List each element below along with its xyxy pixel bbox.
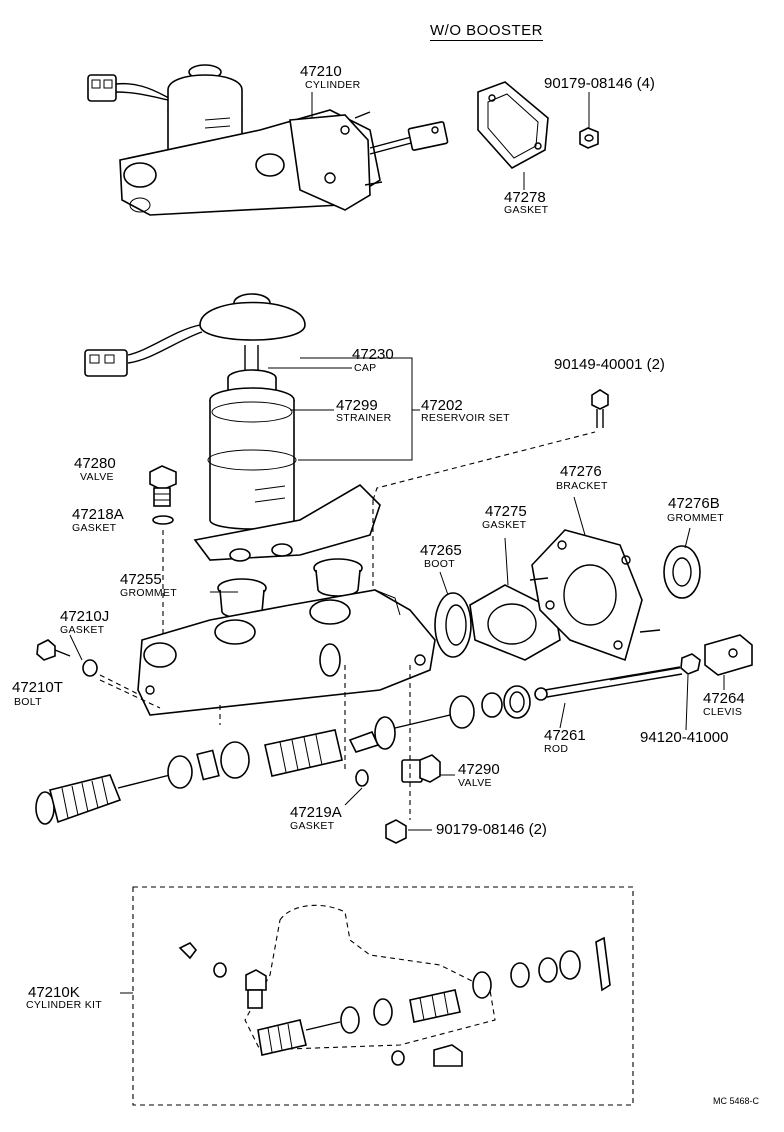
part-47219a-name: GASKET	[290, 820, 335, 832]
part-47219a-number: 47219A	[290, 804, 342, 821]
part-47210-number: 47210	[300, 63, 342, 80]
part-90179-4-number: 90179-08146 (4)	[544, 75, 655, 92]
part-90179-2-number: 90179-08146 (2)	[436, 821, 547, 838]
part-47210t-number: 47210T	[12, 679, 63, 696]
cylinder-kit-parts	[178, 904, 611, 1067]
diagram-title: W/O BOOSTER	[430, 22, 544, 41]
part-47261-number: 47261	[544, 727, 586, 744]
part-47210j-name: GASKET	[60, 624, 105, 636]
master-cylinder-body	[137, 589, 436, 716]
part-47202-name: RESERVOIR SET	[421, 412, 510, 424]
gasket-47219a-drawing	[355, 769, 369, 787]
rod-47261-drawing	[534, 666, 683, 701]
bolt-90149-drawing	[591, 389, 609, 428]
part-47276b-name: GROMMET	[667, 512, 724, 524]
part-47255-number: 47255	[120, 571, 162, 588]
diagram-code: MC 5468-C	[713, 1096, 760, 1106]
part-47230-name: CAP	[354, 362, 377, 374]
part-47210k-number: 47210K	[28, 984, 80, 1001]
bracket-47276-drawing	[529, 529, 661, 662]
part-47255-name: GROMMET	[120, 587, 177, 599]
gasket-47275-drawing	[469, 584, 561, 661]
cylinder-kit-box	[132, 886, 634, 1106]
part-47299-number: 47299	[336, 397, 378, 414]
nut-drawing-top	[579, 127, 599, 149]
part-94120-number: 94120-41000	[640, 729, 729, 746]
part-47210j-number: 47210J	[60, 608, 110, 625]
clevis-47264-drawing	[704, 634, 753, 676]
part-47210-name: CYLINDER	[305, 79, 361, 91]
part-47218a-number: 47218A	[72, 506, 124, 523]
valve-47280-drawing	[149, 465, 177, 507]
part-47290-name: VALVE	[458, 777, 492, 789]
part-47264-number: 47264	[703, 690, 745, 707]
part-47218a-name: GASKET	[72, 522, 117, 534]
piston-assembly-left	[35, 729, 343, 825]
part-47264-name: CLEVIS	[703, 706, 743, 718]
boot-47265-drawing	[434, 592, 472, 658]
gasket-47210j-drawing	[82, 659, 98, 677]
part-47210k-name: CYLINDER KIT	[26, 999, 102, 1011]
piston-assembly-right	[348, 685, 531, 753]
gasket-47278-drawing	[477, 81, 549, 170]
part-47278-name: GASKET	[504, 204, 549, 216]
part-47202-number: 47202	[421, 397, 463, 414]
part-47261-name: ROD	[544, 743, 569, 755]
part-47275-number: 47275	[485, 503, 527, 520]
top-cylinder-assembly	[87, 64, 449, 216]
part-47210t-name: BOLT	[14, 696, 42, 708]
nut-94120-drawing	[680, 653, 701, 675]
part-47265-name: BOOT	[424, 558, 455, 570]
part-47280-number: 47280	[74, 455, 116, 472]
part-47280-name: VALVE	[80, 471, 114, 483]
gasket-47218a-drawing	[152, 515, 174, 525]
part-47230-number: 47230	[352, 346, 394, 363]
part-47278-number: 47278	[504, 189, 546, 206]
part-47290-number: 47290	[458, 761, 500, 778]
valve-47290-drawing	[401, 754, 441, 783]
part-47299-name: STRAINER	[336, 412, 392, 424]
part-47276-number: 47276	[560, 463, 602, 480]
part-47275-name: GASKET	[482, 519, 527, 531]
bolt-47210t-drawing	[36, 639, 71, 661]
nut-drawing-bottom	[385, 819, 407, 844]
part-47276b-number: 47276B	[668, 495, 720, 512]
grommets-47255-drawing	[217, 558, 363, 619]
part-47276-name: BRACKET	[556, 480, 608, 492]
part-90149-number: 90149-40001 (2)	[554, 356, 665, 373]
reservoir-assembly	[84, 293, 381, 562]
grommet-47276b-drawing	[663, 545, 701, 599]
part-47265-number: 47265	[420, 542, 462, 559]
